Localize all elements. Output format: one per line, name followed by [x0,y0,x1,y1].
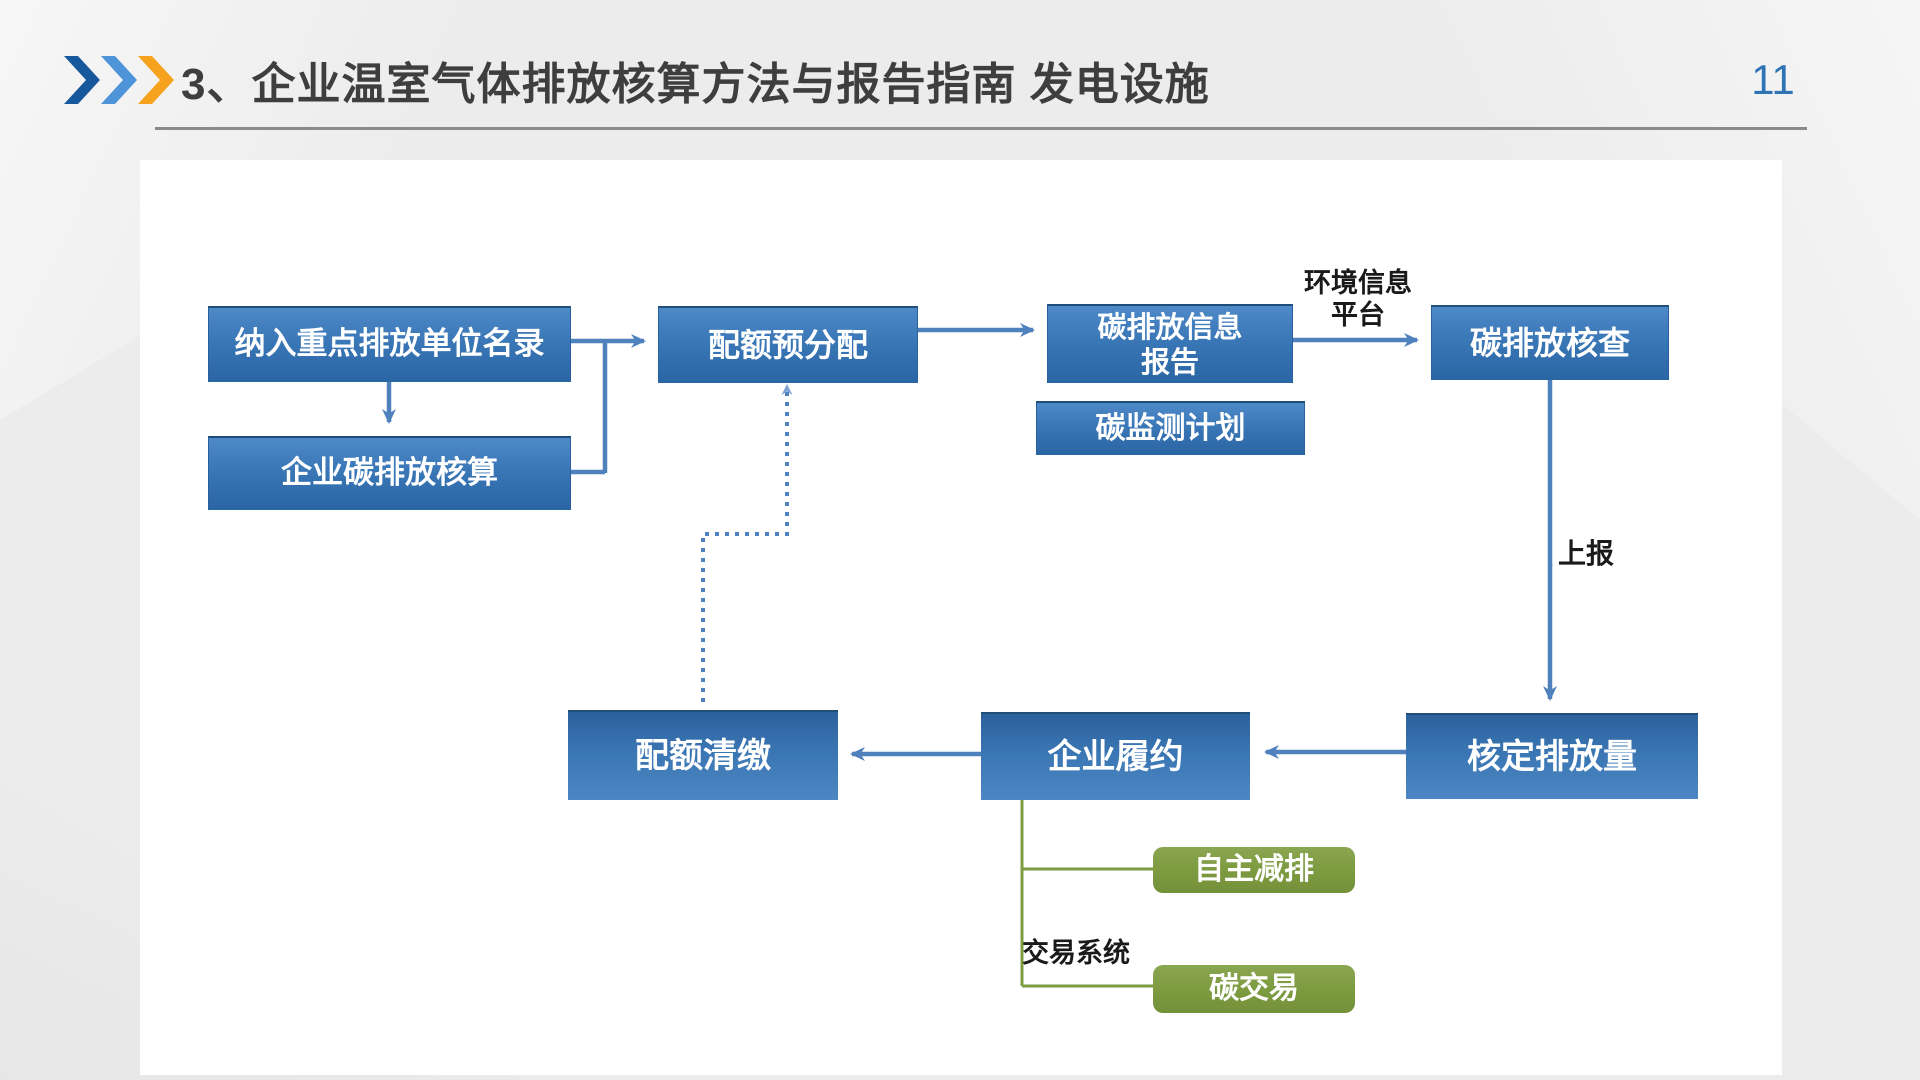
edge-label-environment-info-platform: 环境信息 平台 [1283,268,1433,332]
node-key-emitter-list: 纳入重点排放单位名录 [208,306,571,382]
node-label: 碳排放核查 [1469,324,1630,363]
node-carbon-trading: 碳交易 [1153,965,1355,1013]
node-voluntary-reduction: 自主减排 [1153,847,1355,893]
node-quota-preallocation: 配额预分配 [658,306,918,383]
edge-label-report-up: 上报 [1558,537,1615,570]
node-emission-verification: 碳排放核查 [1431,305,1669,380]
chevron-dark-blue [64,56,100,104]
node-enterprise-carbon-accounting: 企业碳排放核算 [208,436,571,510]
node-emission-info-report: 碳排放信息 报告 [1047,304,1293,383]
node-label-line1: 碳排放信息 [1097,309,1243,344]
node-verified-emission-amount: 核定排放量 [1406,713,1698,799]
node-quota-settlement: 配额清缴 [568,710,838,800]
node-label: 碳交易 [1209,971,1299,1006]
title-underline [155,127,1807,130]
chevron-light-blue [101,56,137,104]
chevron-orange [138,56,174,104]
node-label: 企业履约 [1047,736,1184,777]
triple-chevron-icon [64,56,174,104]
node-label: 碳监测计划 [1095,411,1246,446]
edge-label-trading-system: 交易系统 [1022,938,1130,969]
node-label-line2: 报告 [1140,344,1199,379]
node-label: 核定排放量 [1467,736,1637,777]
content-panel [140,160,1782,1075]
node-label: 配额预分配 [707,326,868,365]
node-label: 碳排放信息 报告 [1097,310,1242,380]
edge-label-line1: 环境信息 [1304,268,1412,299]
node-label: 自主减排 [1194,852,1314,887]
node-enterprise-compliance: 企业履约 [981,712,1250,800]
node-label: 企业碳排放核算 [281,455,498,492]
page-title: 3、企业温室气体排放核算方法与报告指南 发电设施 [181,60,1210,109]
node-carbon-monitoring-plan: 碳监测计划 [1036,401,1305,455]
page-number: 11 [1751,56,1795,103]
node-label: 配额清缴 [635,735,771,776]
edge-label-line2: 平台 [1331,299,1385,331]
node-label: 纳入重点排放单位名录 [234,326,545,363]
